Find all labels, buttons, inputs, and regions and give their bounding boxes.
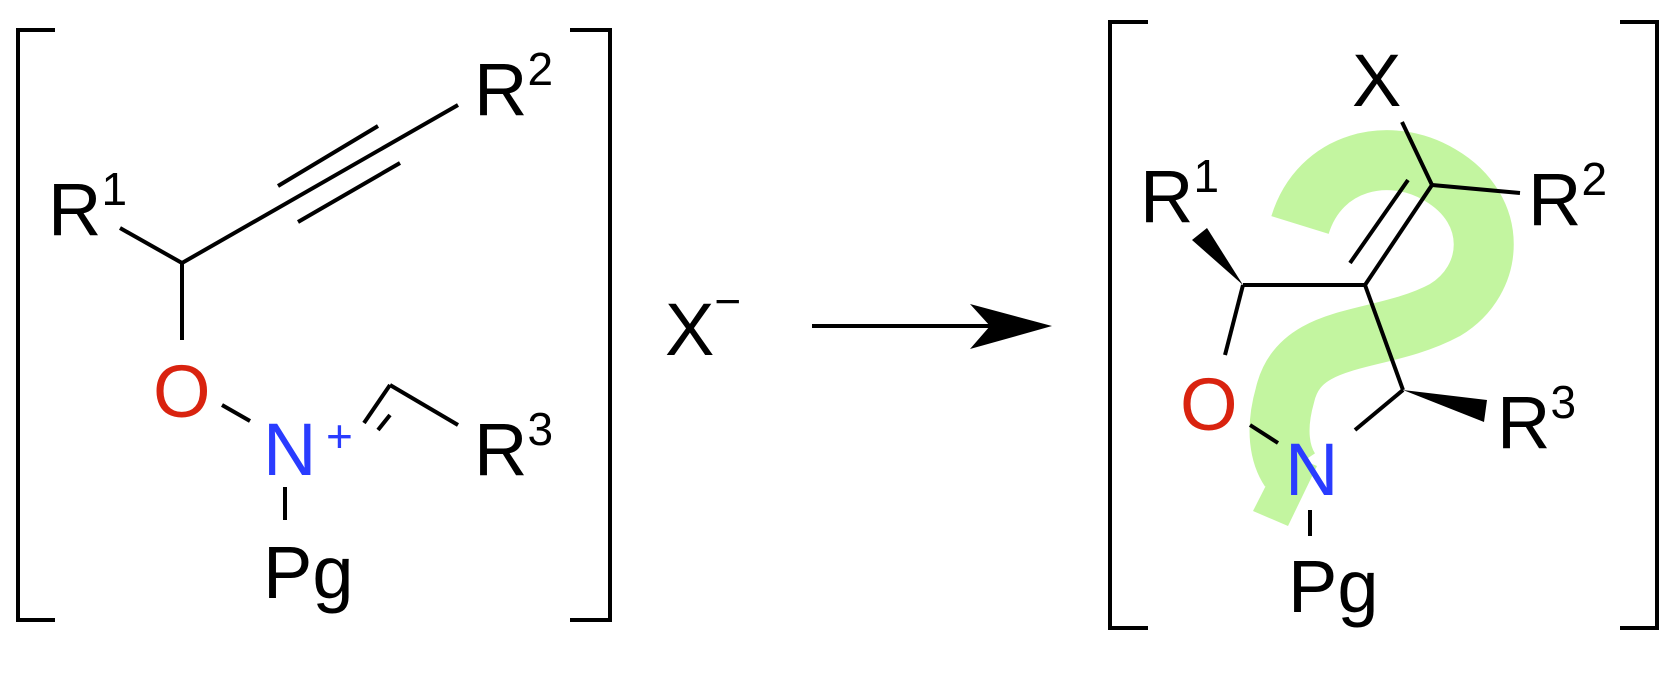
product-r3-label: R3 (1497, 376, 1576, 464)
product-nitrogen-atom: N (1285, 428, 1338, 511)
product-oxygen-atom: O (1180, 363, 1238, 446)
reactant-r1-label: R1 (48, 163, 127, 251)
product-right-bracket (1620, 20, 1659, 630)
product-bonds (1192, 121, 1521, 536)
product-x-substituent: X (1352, 39, 1401, 122)
reactant-protecting-group: Pg (263, 531, 354, 614)
reactant-positive-charge: + (326, 410, 353, 462)
reagent: X− (665, 275, 741, 371)
product-r1-label: R1 (1140, 150, 1219, 238)
reactant: R1 R2 R3 O N + Pg (16, 28, 612, 622)
reactant-r2-label: R2 (474, 43, 553, 131)
reactant-oxygen-atom: O (153, 350, 211, 433)
reaction-arrow (812, 304, 1052, 349)
product-protecting-group: Pg (1288, 545, 1379, 628)
product-left-bracket (1108, 20, 1148, 630)
reactant-right-bracket (570, 28, 612, 622)
reagent-x-anion: X− (665, 275, 741, 371)
reactant-left-bracket (16, 28, 55, 622)
reactant-nitrogen-atom: N (263, 408, 316, 491)
question-mark-icon (1249, 130, 1514, 526)
reactant-r3-label: R3 (474, 403, 553, 491)
reactant-bonds (119, 103, 460, 520)
product-r2-label: R2 (1528, 153, 1607, 241)
product: X R1 R2 R3 O N Pg (1108, 20, 1659, 630)
